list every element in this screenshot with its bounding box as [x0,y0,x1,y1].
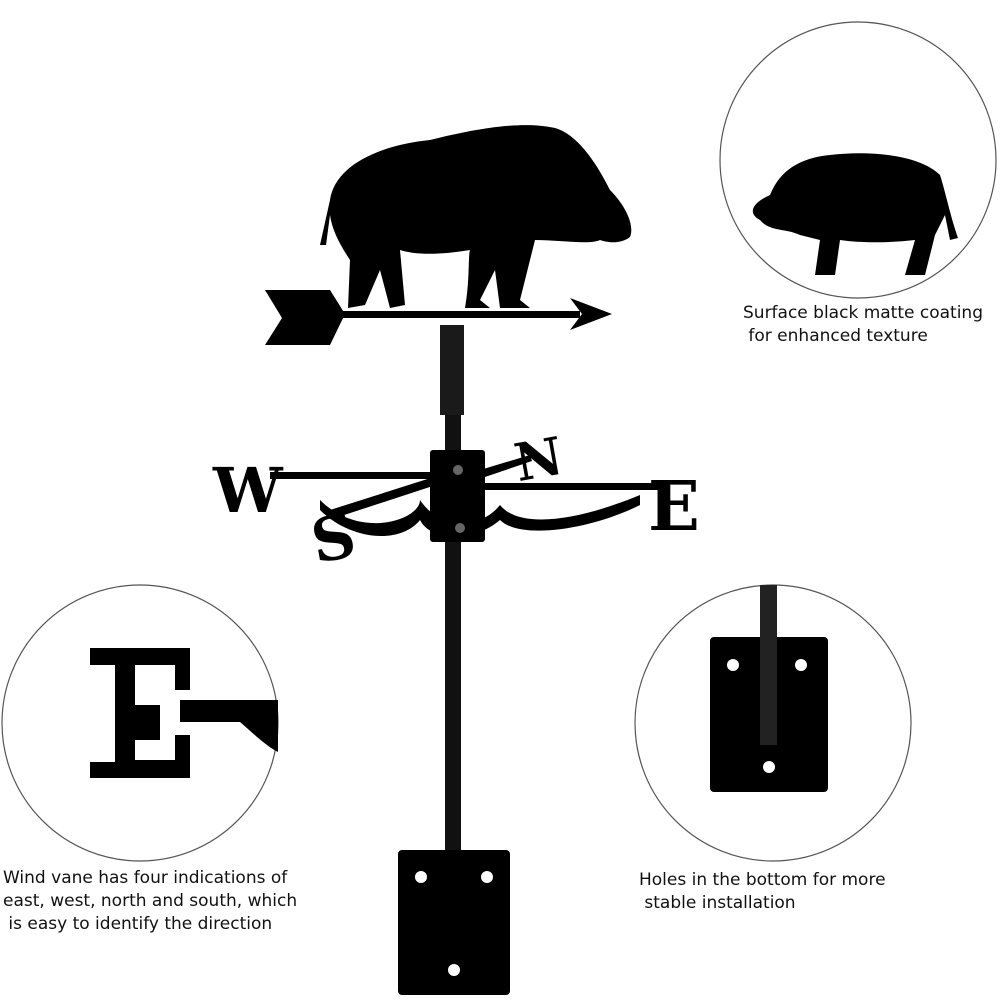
boar-silhouette [320,125,632,308]
compass-letter-north: N [510,426,567,494]
mounting-plate [398,850,510,995]
caption-line: for enhanced texture [743,326,928,346]
caption-holes: Holes in the bottom for more stable inst… [639,869,886,915]
compass-letter-east: E [648,467,700,547]
caption-line: Wind vane has four indications of [3,868,288,888]
caption-line: stable installation [639,893,796,913]
detail-circle-coating [719,21,997,299]
caption-line: Holes in the bottom for more [639,870,886,890]
caption-line: east, west, north and south, which [3,891,298,911]
compass-letter-west: W [212,454,284,527]
caption-directions: Wind vane has four indications of east, w… [3,867,297,936]
caption-coating: Surface black matte coating for enhanced… [743,302,983,348]
caption-line: Surface black matte coating [743,303,983,323]
arrow [265,290,612,345]
compass-arms [270,450,660,542]
compass-letter-south: S [306,501,361,577]
caption-line: is easy to identify the direction [3,914,273,934]
